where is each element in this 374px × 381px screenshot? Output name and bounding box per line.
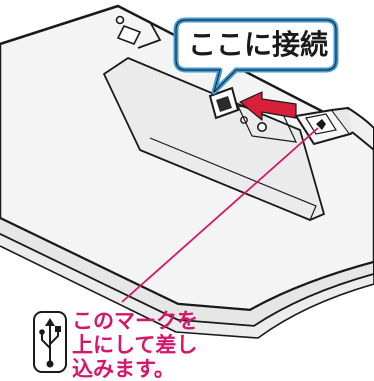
battery-slot xyxy=(116,24,142,46)
insert-arrow-icon xyxy=(239,91,297,121)
usb-orientation-note: このマークを 上にして差し 込みます。 xyxy=(72,309,222,381)
callout-label: ここに接続 xyxy=(187,28,328,61)
callout-bubble xyxy=(173,17,339,95)
keyboard-body xyxy=(0,4,374,339)
usb-icon xyxy=(33,311,67,373)
screw-hole xyxy=(115,15,125,25)
note-line-1: このマークを xyxy=(72,309,198,333)
note-line-2: 上にして差し xyxy=(72,333,198,357)
leader-line xyxy=(121,127,319,303)
note-line-3: 込みます。 xyxy=(72,357,175,381)
